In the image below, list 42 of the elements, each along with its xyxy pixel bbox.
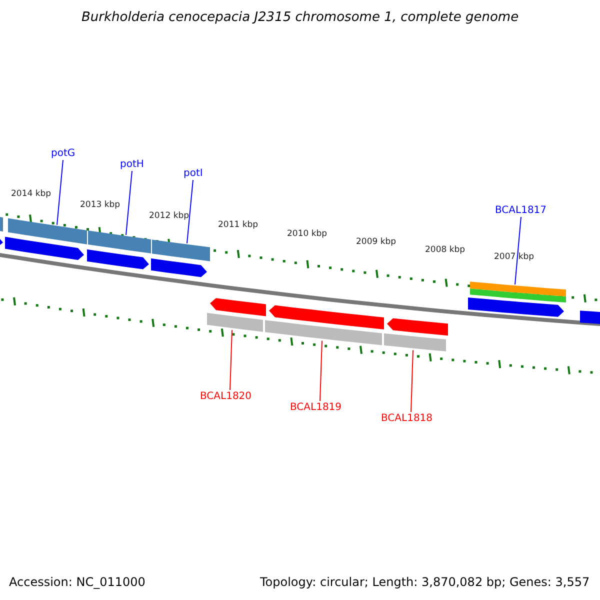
genome-info-text: Topology: circular; Length: 3,870,082 bp; Genes: 3,557 — [260, 576, 590, 588]
tick-label: 2013 kbp — [80, 201, 120, 210]
feature-bar — [88, 230, 151, 254]
feature-bar — [152, 240, 210, 262]
leader-line — [410, 350, 414, 412]
title: Burkholderia cenocepacia J2315 chromosome 1, complete genome — [82, 11, 519, 24]
feature-bar — [384, 333, 446, 352]
coding-sequence-block — [5, 236, 84, 260]
leader-line — [320, 340, 322, 402]
tick-label: 2012 kbp — [149, 212, 190, 220]
coding-sequence-block — [468, 298, 564, 317]
leader-line — [126, 170, 132, 236]
gene-label: BCAL1819 — [290, 403, 342, 413]
feature-bar — [207, 312, 263, 332]
coding-sequence-block — [210, 298, 266, 316]
leader-line — [186, 180, 194, 244]
feature-bar — [265, 320, 382, 346]
gene-label: BCAL1817 — [495, 206, 547, 216]
feature-bar — [470, 288, 566, 302]
leader-line — [514, 216, 522, 285]
tick-label: 2007 kbp — [494, 253, 534, 262]
leader-line — [230, 330, 232, 390]
accession-text: Accession: NC_011000 — [9, 576, 146, 588]
gene-label: potI — [184, 169, 203, 179]
gene-label: potH — [120, 160, 144, 170]
tick-label: 2011 kbp — [218, 221, 258, 230]
tick-label: 2010 kbp — [287, 230, 328, 238]
gene-label: BCAL1820 — [200, 392, 252, 402]
tick-label: 2014 kbp — [11, 190, 52, 198]
coding-sequence-block — [151, 258, 207, 278]
coding-sequence-block — [580, 310, 600, 324]
leader-line — [56, 160, 64, 226]
gene-label: potG — [51, 149, 76, 159]
feature-bar — [0, 215, 3, 232]
tick-label: 2008 kbp — [425, 246, 466, 254]
coding-sequence-block — [269, 305, 384, 330]
chromosome-backbone — [0, 252, 600, 326]
feature-bar — [8, 218, 87, 244]
gene-label: BCAL1818 — [381, 414, 433, 424]
coding-sequence-block — [387, 318, 448, 336]
coding-sequence-block — [87, 249, 149, 270]
feature-bar — [470, 282, 566, 296]
